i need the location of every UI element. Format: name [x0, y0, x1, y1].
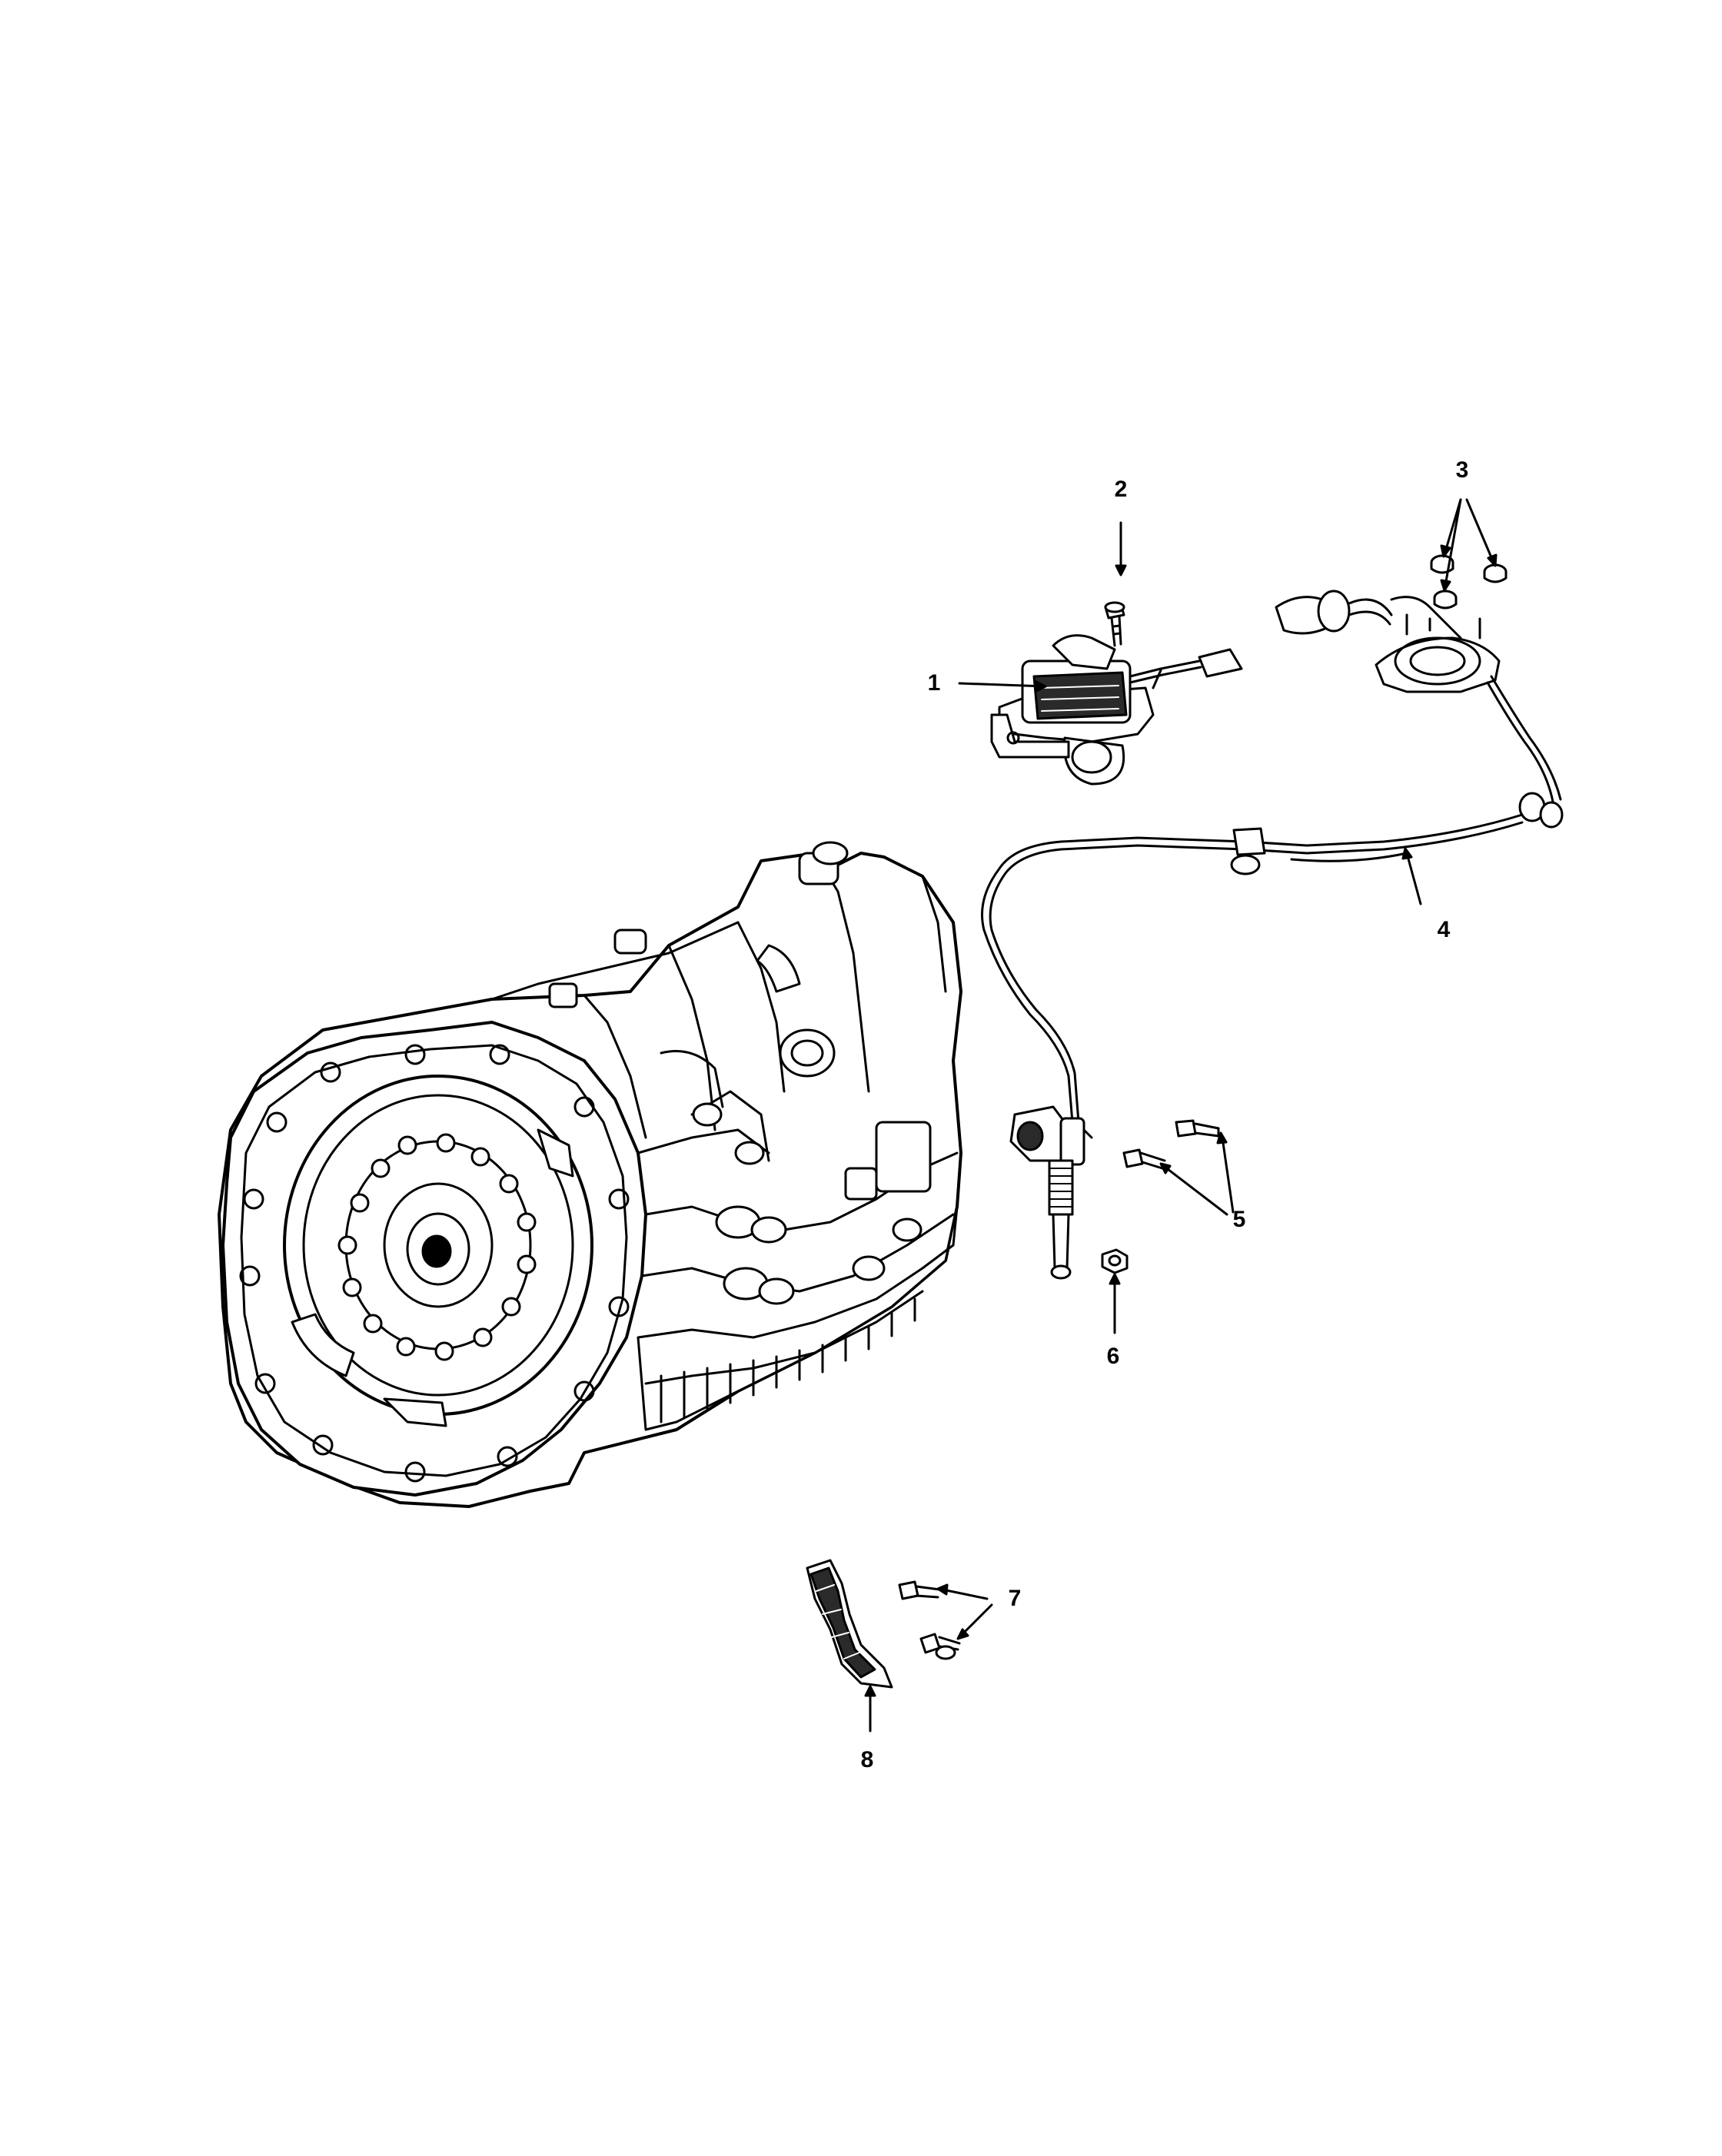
flange-bolt-holes: [239, 1044, 630, 1483]
bolt-7a: [898, 1580, 941, 1600]
leader-1: [958, 682, 1047, 688]
callout-7: 7: [1008, 1586, 1022, 1611]
part-4-shift-cable: [981, 590, 1564, 1280]
leader-3b: [1444, 498, 1462, 587]
part-8-bracket: [806, 1559, 893, 1689]
case-fittings: [715, 1121, 932, 1305]
leader-5a: [1221, 1136, 1235, 1214]
callout-6: 6: [1106, 1344, 1120, 1369]
nut-3b: [1483, 563, 1508, 583]
leader-lines: [864, 498, 1498, 1732]
transmission-assembly: [218, 841, 962, 1508]
bolt-5b: [1122, 1148, 1166, 1170]
callout-4: 4: [1437, 917, 1451, 942]
callout-5: 5: [1232, 1207, 1246, 1232]
leader-3c: [1465, 498, 1494, 563]
leader-4: [1405, 852, 1422, 905]
leader-7a: [941, 1588, 989, 1600]
oil-pan-ribs: [660, 1297, 916, 1423]
bolt-7b: [919, 1633, 961, 1660]
callout-2: 2: [1114, 477, 1128, 502]
torque-converter: [283, 1075, 593, 1416]
callout-1: 1: [927, 670, 941, 696]
part-6-nut: [1101, 1248, 1129, 1274]
part-5-bolts: [1122, 1119, 1220, 1170]
part-7-bolts: [898, 1580, 961, 1660]
nut-3c: [1433, 590, 1458, 610]
part-1-shifter-assembly: [990, 634, 1243, 786]
leader-7b: [959, 1603, 993, 1637]
leader-5b: [1163, 1165, 1228, 1216]
callout-3: 3: [1455, 457, 1469, 483]
bolt-5a: [1175, 1119, 1220, 1138]
part-2-bolt: [1104, 601, 1125, 647]
callout-8: 8: [860, 1747, 874, 1772]
